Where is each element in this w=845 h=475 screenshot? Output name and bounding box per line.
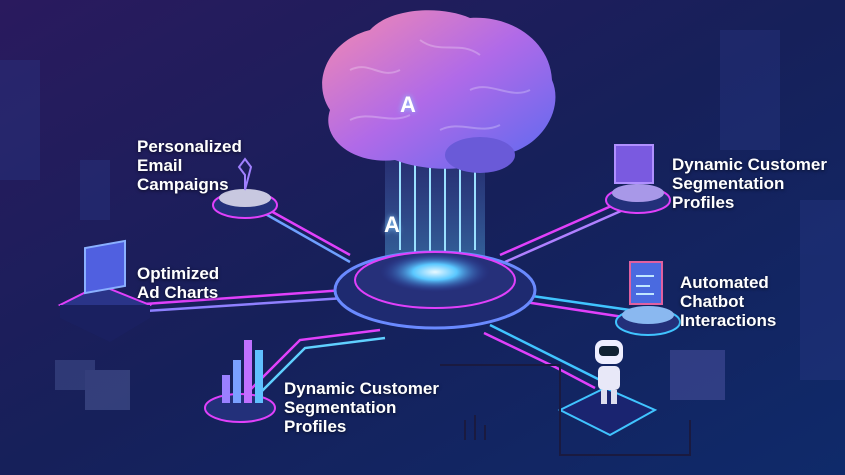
label-chatbot: Automated Chatbot Interactions (680, 273, 776, 330)
label-line: Dynamic Customer (672, 155, 827, 174)
label-segmentation-right: Dynamic Customer Segmentation Profiles (672, 155, 827, 212)
background-blocks (0, 30, 845, 410)
label-ad-charts: Optimized Ad Charts (137, 264, 219, 302)
node-segmentation-right (605, 144, 671, 214)
node-bar-chart (204, 340, 276, 423)
label-line: Profiles (672, 193, 735, 212)
connection-lines (129, 198, 631, 396)
label-line: Optimized (137, 264, 220, 283)
label-line: Automated (680, 273, 769, 292)
node-ad-charts (57, 239, 153, 342)
central-hub (333, 250, 537, 330)
label-segmentation-bottom: Dynamic Customer Segmentation Profiles (284, 379, 439, 436)
label-email-campaigns: Personalized Email Campaigns (137, 137, 242, 194)
robot-node (557, 340, 658, 437)
beam-letter: A (384, 212, 400, 237)
label-line: Profiles (284, 417, 347, 436)
node-chatbot (615, 261, 681, 336)
label-line: Personalized (137, 137, 242, 156)
label-line: Segmentation (672, 174, 785, 193)
circuit-traces (440, 364, 691, 456)
label-line: Campaigns (137, 175, 229, 194)
label-line: Chatbot (680, 292, 745, 311)
brain (322, 10, 556, 173)
label-line: Ad Charts (137, 283, 219, 302)
label-line: Email (137, 156, 183, 175)
label-line: Dynamic Customer (284, 379, 439, 398)
label-line: Segmentation (284, 398, 397, 417)
label-line: Interactions (680, 311, 777, 330)
brain-letter-top: A (400, 92, 416, 117)
node-email (212, 157, 278, 219)
